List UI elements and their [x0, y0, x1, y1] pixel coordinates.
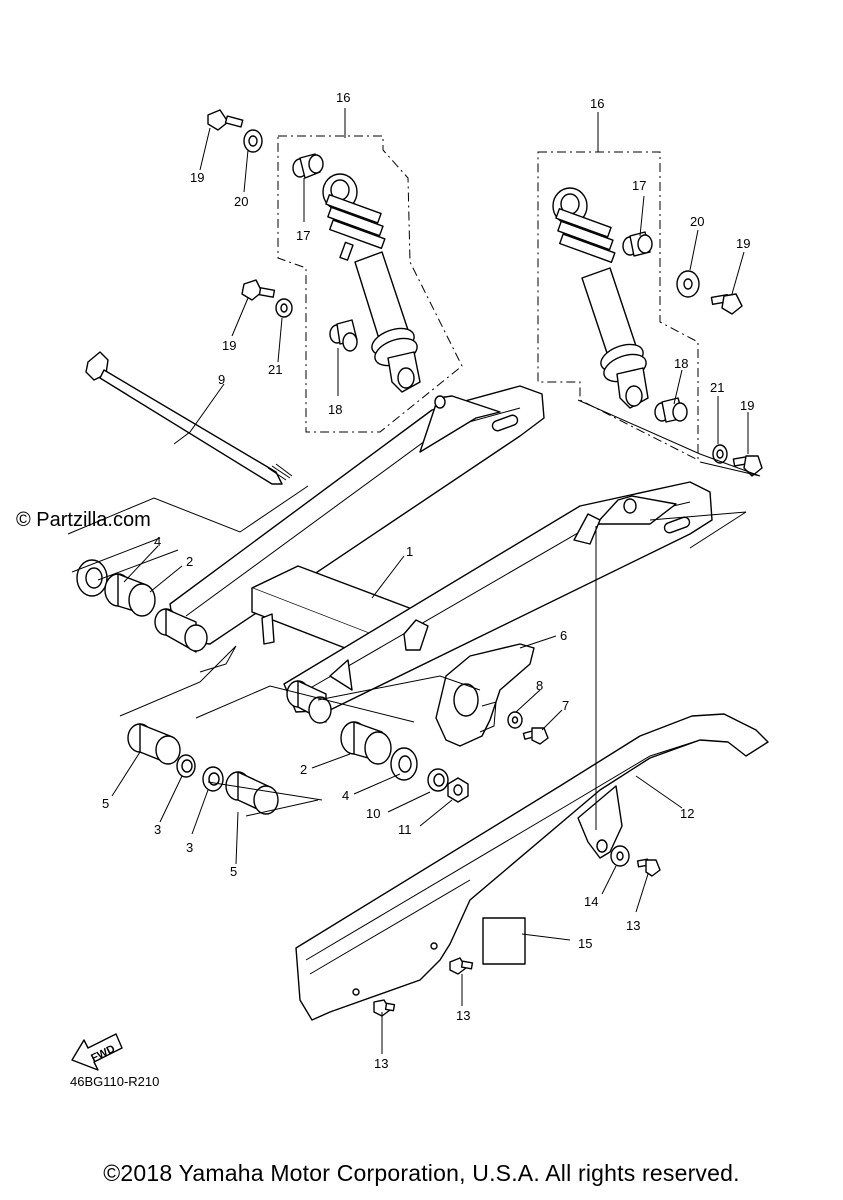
label-15[interactable]	[482, 917, 526, 965]
left-lower-bushing[interactable]	[329, 319, 358, 352]
callout-2-left: 2	[186, 554, 193, 569]
callout-8: 8	[536, 678, 543, 693]
right-lower-bushing[interactable]	[654, 397, 688, 423]
callout-5-right: 5	[230, 864, 237, 879]
left-upper-washer[interactable]	[243, 129, 263, 153]
callout-13-b: 13	[456, 1008, 470, 1023]
leader-lines	[111, 108, 749, 1054]
bushing-right-2[interactable]	[340, 721, 392, 765]
left-upper-bolt[interactable]	[207, 109, 244, 131]
left-upper-bushing[interactable]	[292, 153, 324, 179]
callout-7: 7	[562, 698, 569, 713]
callout-20-left: 20	[234, 194, 248, 209]
right-shock-group-outline	[537, 151, 699, 461]
washer-8[interactable]	[507, 711, 523, 729]
bushing-left-2[interactable]	[104, 573, 156, 617]
left-rear-shock-absorber[interactable]	[322, 173, 421, 393]
left-shock-group	[207, 109, 463, 433]
callout-17-right: 17	[632, 178, 646, 193]
left-shock-group-outline	[277, 135, 463, 433]
callout-18-left: 18	[328, 402, 342, 417]
right-upper-bushing[interactable]	[622, 231, 653, 257]
callout-3-right: 3	[186, 840, 193, 855]
chain-puller[interactable]	[435, 643, 535, 747]
figure-code: 46BG110-R210	[70, 1074, 159, 1089]
fwd-arrow-icon: FWD	[71, 1033, 123, 1071]
callout-21-right: 21	[710, 380, 724, 395]
oil-seal-right-4[interactable]	[390, 747, 418, 781]
bolt-13c[interactable]	[373, 999, 396, 1017]
right-shock-group	[537, 151, 763, 477]
bolt-13a[interactable]	[636, 858, 661, 877]
right-upper-bolt[interactable]	[710, 293, 743, 315]
callout-16-left: 16	[336, 90, 350, 105]
callout-9: 9	[218, 372, 225, 387]
callout-17-left: 17	[296, 228, 310, 243]
callout-14: 14	[584, 894, 598, 909]
right-lower-bolt[interactable]	[732, 455, 763, 477]
callout-13-a: 13	[626, 918, 640, 933]
callout-12: 12	[680, 806, 694, 821]
oil-seal-left-4[interactable]	[76, 559, 108, 597]
callout-20-right: 20	[690, 214, 704, 229]
chain-case[interactable]	[295, 713, 769, 1021]
callout-2-right: 2	[300, 762, 307, 777]
washer-14[interactable]	[610, 845, 630, 867]
right-upper-washer[interactable]	[676, 270, 700, 298]
callout-5-left: 5	[102, 796, 109, 811]
callout-10: 10	[366, 806, 380, 821]
copyright-notice: ©2018 Yamaha Motor Corporation, U.S.A. A…	[103, 1160, 740, 1186]
callout-4-right: 4	[342, 788, 349, 803]
callout-11: 11	[398, 822, 412, 837]
washer-left-3a[interactable]	[176, 754, 196, 778]
collar-left-5[interactable]	[127, 723, 181, 765]
callout-19-right-upper: 19	[736, 236, 750, 251]
callout-18-right: 18	[674, 356, 688, 371]
collar-left-5b[interactable]	[225, 771, 279, 815]
right-lower-washer[interactable]	[712, 444, 728, 464]
centerlines	[67, 399, 761, 830]
callout-16-right: 16	[590, 96, 604, 111]
pivot-shaft[interactable]	[85, 351, 293, 485]
nut-11[interactable]	[447, 777, 469, 803]
callout-19-left-upper: 19	[190, 170, 204, 185]
left-lower-bolt[interactable]	[241, 279, 276, 301]
washer-10[interactable]	[427, 768, 449, 792]
bolt-13b[interactable]	[449, 957, 474, 975]
left-lower-washer[interactable]	[275, 298, 293, 318]
callout-13-c: 13	[374, 1056, 388, 1071]
callout-6: 6	[560, 628, 567, 643]
callout-1: 1	[406, 544, 413, 559]
callout-15: 15	[578, 936, 592, 951]
watermark: © Partzilla.com	[16, 509, 151, 531]
callout-21-left: 21	[268, 362, 282, 377]
callout-3-left: 3	[154, 822, 161, 837]
right-rear-shock-absorber[interactable]	[552, 187, 650, 409]
washer-left-3b[interactable]	[202, 766, 224, 792]
callout-19-left-lower: 19	[222, 338, 236, 353]
callout-numbers: 1 2 2 3 3 4 4 5 5 6 7 8 9 10 11 12 13 13…	[102, 90, 754, 1071]
swingarm[interactable]	[154, 385, 713, 724]
bolt-7[interactable]	[522, 727, 549, 745]
callout-19-right-lower: 19	[740, 398, 754, 413]
callout-4-left: 4	[154, 534, 161, 549]
